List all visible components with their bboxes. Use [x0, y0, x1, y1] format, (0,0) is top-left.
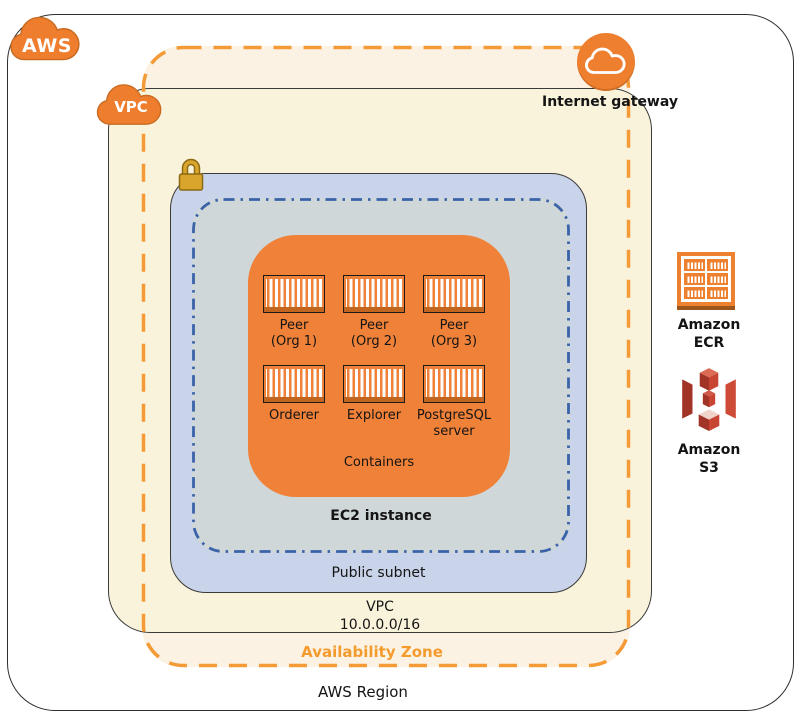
ecr-icon [677, 252, 735, 310]
mini-container-icon [707, 273, 728, 285]
vpc-cloud-text: VPC [114, 98, 148, 116]
internet-gateway-label: Internet gateway [541, 94, 679, 110]
mini-container-icon [684, 287, 705, 299]
service-label-line: S3 [699, 460, 719, 476]
cloud-glyph [585, 47, 626, 74]
ec2-instance-label: EC2 instance [330, 508, 432, 524]
container-tile: Peer(Org 3) [409, 275, 499, 350]
container-icon [263, 275, 325, 313]
availability-zone-label: Availability Zone [301, 643, 443, 661]
vpc-cloud-logo: VPC [96, 82, 166, 128]
aws-cloud-icon [10, 16, 80, 61]
container-icon [423, 365, 485, 403]
container-tile: Peer(Org 1) [249, 275, 339, 350]
aws-cloud-logo: AWS [10, 14, 84, 64]
aws-region-label: AWS Region [318, 683, 408, 701]
container-label: Peer [359, 318, 389, 333]
container-tile: Peer(Org 2) [329, 275, 419, 350]
container-label: (Org 2) [350, 334, 398, 349]
container-label: PostgreSQL [416, 408, 492, 423]
container-icon [343, 365, 405, 403]
internet-gateway-icon [577, 33, 635, 91]
container-tile: Explorer [329, 365, 419, 424]
container-icon [423, 275, 485, 313]
container-tile: Orderer [249, 365, 339, 424]
container-icon [343, 275, 405, 313]
container-label: server [433, 424, 475, 439]
container-label: (Org 1) [270, 334, 318, 349]
aws-cloud-text: AWS [22, 35, 72, 57]
mini-container-icon [684, 259, 705, 271]
container-label: Peer [439, 318, 469, 333]
vpc-cloud-icon [96, 84, 162, 125]
container-icon [263, 365, 325, 403]
amazon-ecr-label: Amazon ECR [649, 316, 769, 352]
mini-container-icon [707, 287, 728, 299]
s3-icon [682, 368, 736, 431]
service-label-line: Amazon [677, 442, 741, 458]
service-label-line: ECR [693, 335, 725, 351]
container-label: (Org 3) [430, 334, 478, 349]
vpc-cidr: 10.0.0.0/16 [339, 617, 421, 633]
ecr-icon-grid [681, 256, 731, 302]
vpc-label: VPC 10.0.0.0/16 [108, 598, 652, 634]
public-subnet-label: Public subnet [331, 565, 426, 581]
containers-label: Containers [343, 455, 415, 470]
mini-container-icon [684, 273, 705, 285]
amazon-s3-label: Amazon S3 [649, 441, 769, 477]
container-label: Peer [279, 318, 309, 333]
service-label-line: Amazon [677, 317, 741, 333]
mini-container-icon [707, 259, 728, 271]
container-label: Explorer [346, 408, 402, 423]
lock-icon [178, 158, 204, 191]
container-label: Orderer [268, 408, 319, 423]
vpc-title: VPC [366, 599, 394, 615]
